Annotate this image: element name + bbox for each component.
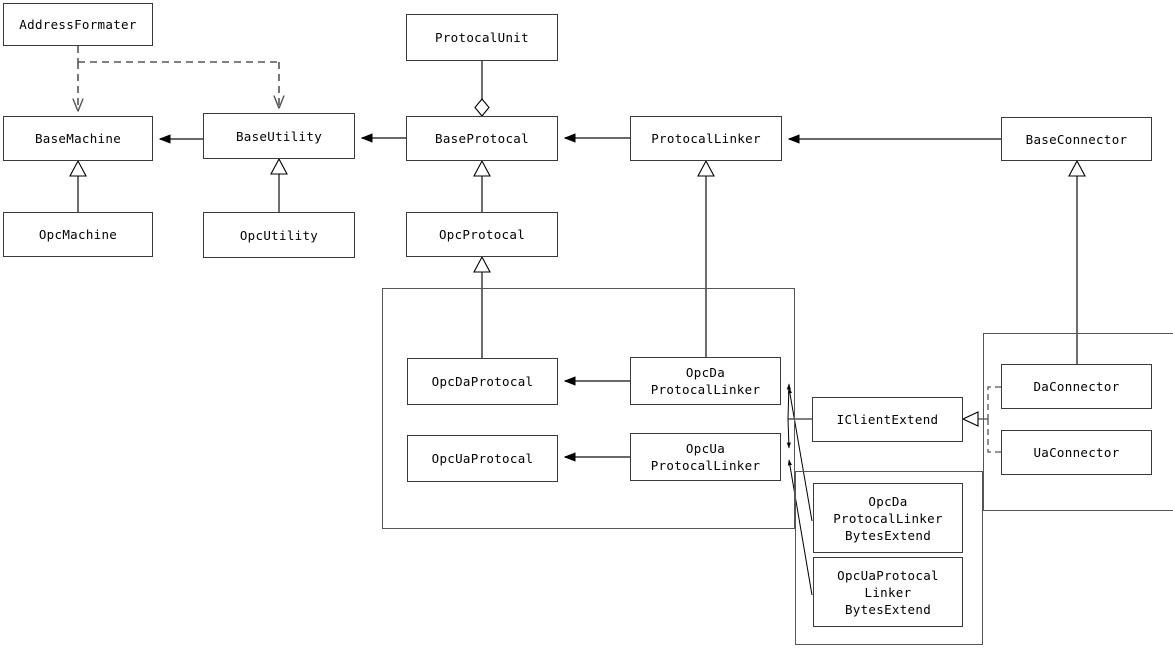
group-opc-protocal-family: [382, 288, 795, 529]
class-box-opc-protocal[interactable]: OpcProtocal: [406, 212, 558, 257]
class-box-protocal-linker[interactable]: ProtocalLinker: [630, 116, 782, 161]
relation-opcutility-generalization: [270, 157, 288, 212]
class-box-base-machine[interactable]: BaseMachine: [3, 116, 153, 161]
class-box-opc-utility[interactable]: OpcUtility: [203, 212, 355, 258]
relation-opcmachine-generalization: [69, 159, 87, 212]
class-box-opc-ua-protocal[interactable]: OpcUaProtocal: [407, 435, 558, 482]
class-box-opc-da-protocal-linker[interactable]: OpcDa ProtocalLinker: [630, 357, 781, 405]
class-box-base-utility[interactable]: BaseUtility: [203, 113, 355, 159]
relation-opcdaprotocallinker-generalization: [697, 159, 715, 357]
group-connector-family: [983, 333, 1173, 511]
class-box-ua-connector[interactable]: UaConnector: [1001, 430, 1152, 475]
class-box-base-connector[interactable]: BaseConnector: [1001, 117, 1152, 161]
relation-connectors-realize-iclientextend: [961, 386, 1001, 453]
class-box-da-connector[interactable]: DaConnector: [1001, 364, 1152, 409]
relation-opcdabytesextend-to-opcdalinker: [787, 387, 813, 522]
relation-addressformater-dependencies: [78, 46, 279, 110]
relation-opcuabytesextend-to-opcualinker: [787, 459, 813, 596]
class-box-opc-da-protocal[interactable]: OpcDaProtocal: [407, 358, 558, 405]
class-box-base-protocal[interactable]: BaseProtocal: [406, 116, 558, 161]
class-box-iclient-extend[interactable]: IClientExtend: [812, 397, 963, 442]
relation-opcprotocal-generalization: [473, 159, 491, 212]
class-box-opc-ua-protocal-linker[interactable]: OpcUa ProtocalLinker: [630, 433, 781, 481]
class-box-address-formater[interactable]: AddressFormater: [3, 3, 153, 46]
relation-protocalunit-aggregation: [474, 61, 490, 117]
class-box-opc-ua-protocal-linker-bytes-extend[interactable]: OpcUaProtocal Linker BytesExtend: [813, 557, 963, 627]
class-box-protocal-unit[interactable]: ProtocalUnit: [406, 14, 558, 61]
class-box-opc-machine[interactable]: OpcMachine: [3, 212, 153, 257]
class-box-opc-da-protocal-linker-bytes-extend[interactable]: OpcDa ProtocalLinker BytesExtend: [813, 483, 963, 553]
relation-daconnector-generalization: [1068, 159, 1086, 364]
group-bytes-extend-family: [795, 471, 983, 645]
relation-opcdaprotocal-generalization: [473, 255, 491, 358]
